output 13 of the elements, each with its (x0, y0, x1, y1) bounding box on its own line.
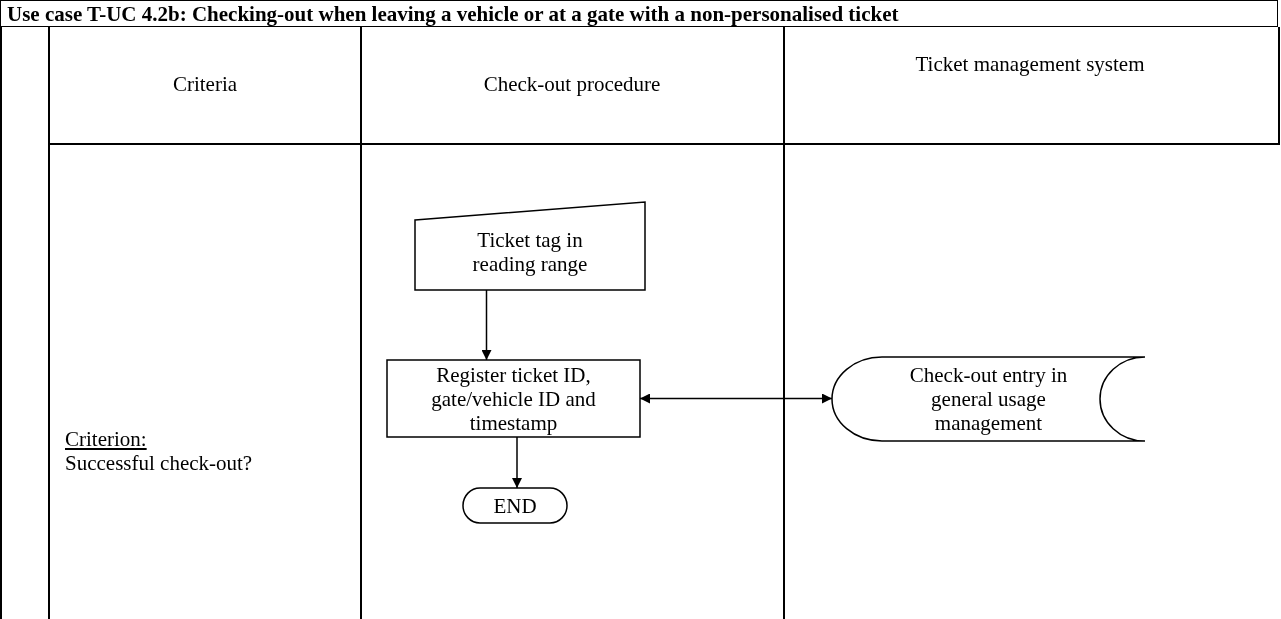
column-header: Check-out procedure (482, 72, 662, 96)
arrow (512, 436, 522, 489)
arrow (481, 289, 492, 361)
column-header: Ticket management system (914, 52, 1146, 76)
column-header: Criteria (171, 72, 239, 96)
criterion-label: Criterion: (65, 427, 148, 451)
arrow (639, 393, 833, 404)
title: Use case T-UC 4.2b: Checking-out when leaving a vehicle or at a gate with a non-personalised ticket (0, 0, 1278, 27)
terminator: END (463, 488, 567, 523)
manual-input-box: Ticket tag in reading range (415, 200, 645, 290)
process-box: Register ticket ID, gate/vehicle ID and timestamp (387, 360, 640, 437)
stored-data-shape: Check-out entry in general usage management (832, 357, 1145, 441)
criterion-question: Successful check-out? (65, 451, 254, 475)
